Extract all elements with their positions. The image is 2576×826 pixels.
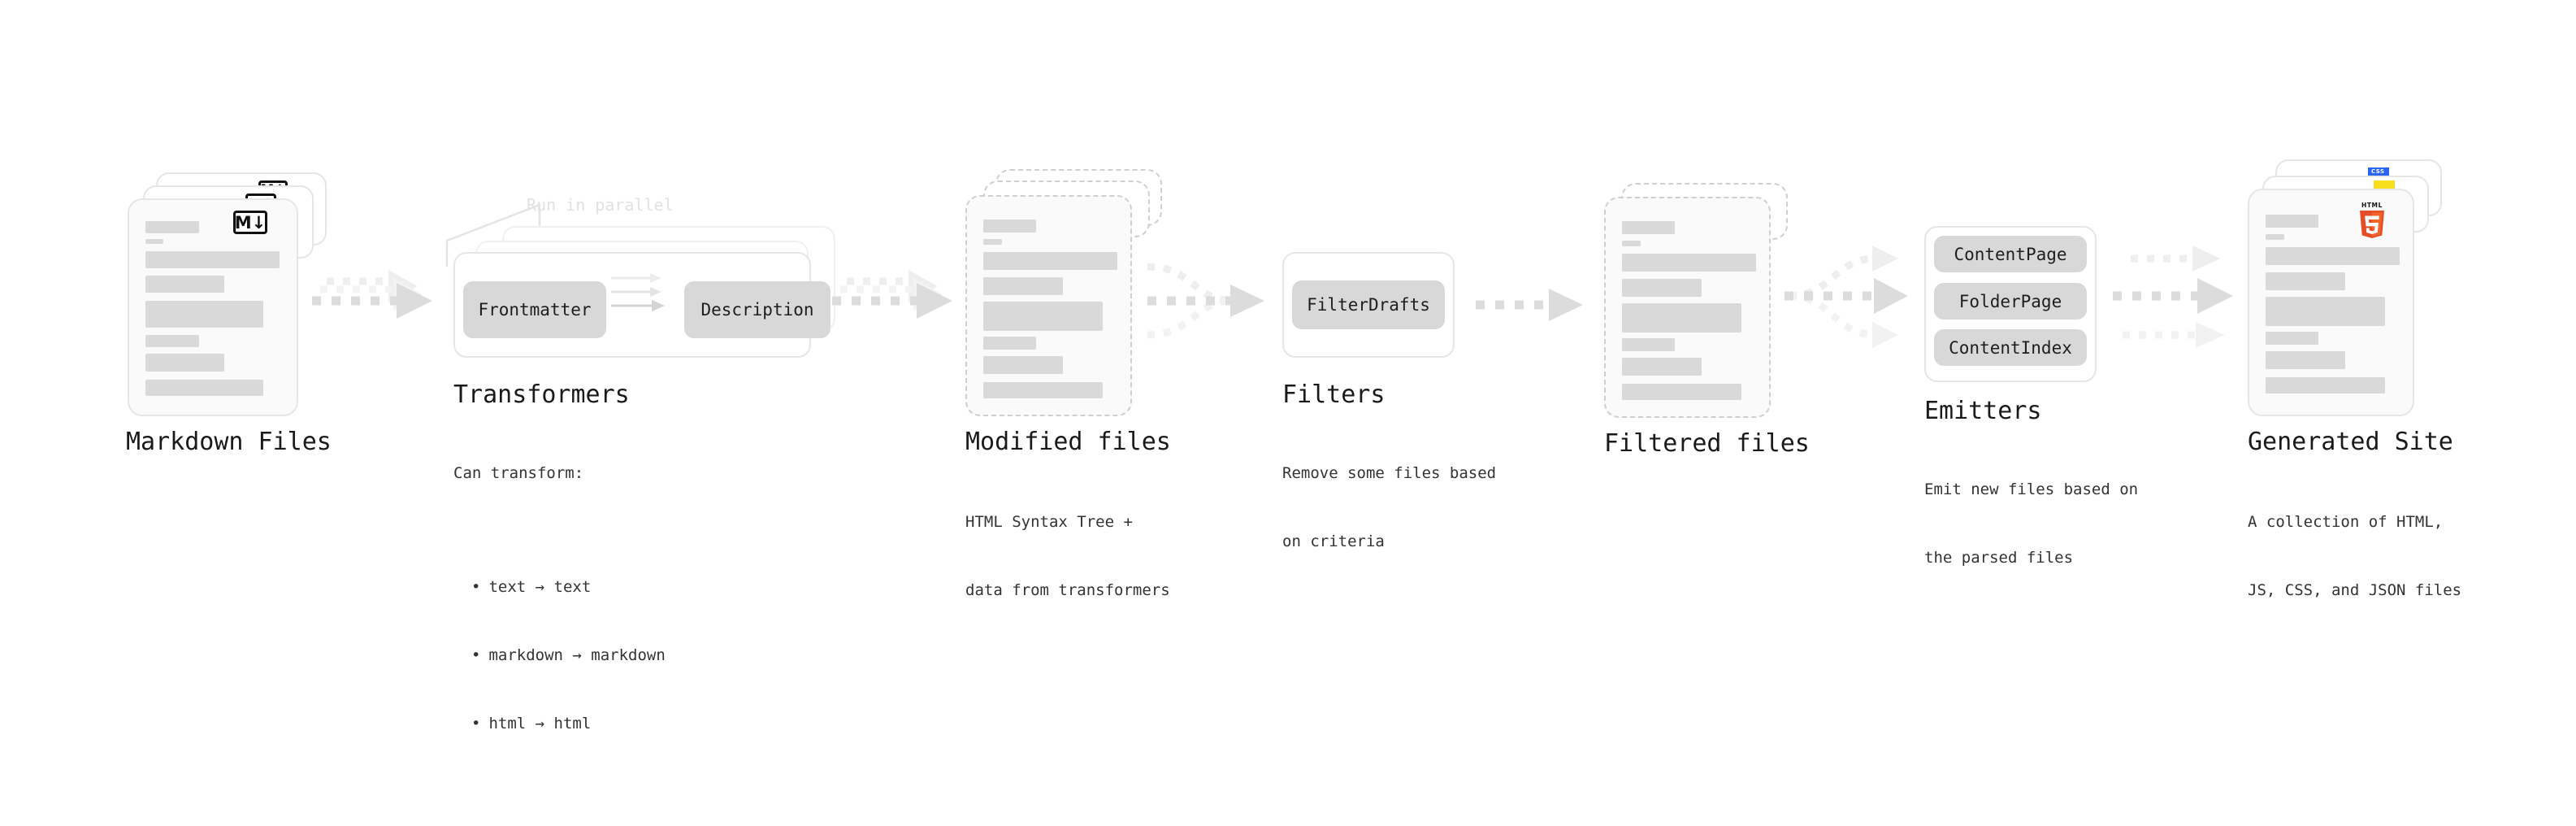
markdown-files-title: Markdown Files bbox=[126, 428, 332, 456]
skeleton-line bbox=[2266, 247, 2400, 265]
emitters-title: Emitters bbox=[1924, 397, 2042, 425]
transformer-pill-description[interactable]: Description bbox=[684, 281, 830, 338]
filters-subtitle: Remove some files based on criteria bbox=[1282, 416, 1496, 598]
filter-pill-filterdrafts[interactable]: FilterDrafts bbox=[1292, 280, 1445, 329]
list-item: markdown → markdown bbox=[471, 644, 665, 667]
css-badge: CSS bbox=[2368, 167, 2389, 178]
transformer-inner-arrows bbox=[611, 273, 665, 311]
transformers-subtitle-list: text → text markdown → markdown html → h… bbox=[453, 530, 666, 780]
transformer-pill-frontmatter[interactable]: Frontmatter bbox=[463, 281, 606, 338]
skeleton-line bbox=[145, 354, 224, 372]
emitter-pill-contentpage[interactable]: ContentPage bbox=[1934, 236, 2087, 272]
skeleton-line bbox=[2266, 215, 2318, 228]
run-in-parallel-bracket bbox=[445, 203, 541, 267]
modified-card-front bbox=[965, 195, 1132, 416]
list-item: text → text bbox=[471, 576, 666, 598]
skeleton-line bbox=[1622, 254, 1756, 272]
emitter-pill-folderpage[interactable]: FolderPage bbox=[1934, 283, 2087, 320]
modified-files-title: Modified files bbox=[965, 428, 1171, 456]
arrow-emitters-to-site bbox=[2113, 246, 2233, 348]
filtered-card-front bbox=[1604, 197, 1771, 418]
html5-icon: HTML bbox=[2360, 202, 2384, 238]
skeleton-line bbox=[145, 239, 163, 244]
skeleton-line bbox=[145, 335, 199, 347]
subtitle-line: Emit new files based on bbox=[1924, 480, 2139, 498]
transformers-subtitle: Can transform: text → text markdown → ma… bbox=[453, 416, 666, 826]
subtitle-line: JS, CSS, and JSON files bbox=[2248, 581, 2462, 599]
skeleton-line bbox=[2266, 234, 2284, 240]
subtitle-line: on criteria bbox=[1282, 533, 1385, 550]
subtitle-line: Remove some files based bbox=[1282, 464, 1497, 482]
skeleton-line bbox=[2266, 351, 2345, 369]
arrow-transformers-to-modified bbox=[832, 270, 952, 319]
skeleton-line bbox=[983, 239, 1002, 245]
subtitle-line: A collection of HTML, bbox=[2248, 513, 2444, 531]
markdown-badge: M↓ bbox=[233, 211, 267, 234]
list-item: html → html bbox=[471, 712, 666, 735]
arrow-filtered-to-emitters bbox=[1785, 246, 1908, 348]
skeleton-line bbox=[1622, 279, 1702, 297]
skeleton-line bbox=[983, 220, 1036, 233]
filters-title: Filters bbox=[1282, 380, 1386, 409]
skeleton-line bbox=[145, 251, 280, 268]
pipeline-diagram: M↓ M↓ M↓ Markdown Files bbox=[0, 0, 2576, 681]
skeleton-line bbox=[145, 380, 263, 396]
skeleton-line bbox=[983, 337, 1036, 350]
arrow-markdown-to-transformers bbox=[312, 270, 432, 319]
skeleton-line bbox=[983, 356, 1063, 374]
subtitle-line: HTML Syntax Tree + bbox=[965, 513, 1133, 531]
generated-site-subtitle: A collection of HTML, JS, CSS, and JSON … bbox=[2248, 465, 2461, 647]
skeleton-line bbox=[1622, 303, 1741, 333]
skeleton-line bbox=[1622, 384, 1741, 400]
skeleton-line bbox=[145, 221, 199, 233]
subtitle-line: data from transformers bbox=[965, 581, 1170, 599]
run-in-parallel-label: Run in parallel bbox=[527, 195, 674, 215]
skeleton-line bbox=[983, 382, 1103, 398]
skeleton-line bbox=[145, 276, 224, 293]
skeleton-line bbox=[2266, 332, 2318, 345]
css-badge-text: CSS bbox=[2371, 168, 2385, 175]
skeleton-line bbox=[983, 277, 1063, 295]
skeleton-line bbox=[983, 252, 1117, 270]
skeleton-line bbox=[1622, 221, 1675, 234]
modified-files-subtitle: HTML Syntax Tree + data from transformer… bbox=[965, 465, 1170, 647]
skeleton-line bbox=[983, 302, 1103, 331]
skeleton-line bbox=[145, 301, 263, 328]
filtered-files-title: Filtered files bbox=[1604, 429, 1810, 458]
emitter-pill-contentindex[interactable]: ContentIndex bbox=[1934, 329, 2087, 366]
markdown-card-front: M↓ bbox=[128, 198, 298, 416]
skeleton-line bbox=[2266, 272, 2345, 290]
skeleton-line bbox=[2266, 297, 2385, 326]
emitters-subtitle: Emit new files based on the parsed files bbox=[1924, 433, 2138, 615]
skeleton-line bbox=[1622, 241, 1641, 246]
markdown-badge-text: M↓ bbox=[234, 212, 267, 233]
skeleton-line bbox=[2266, 377, 2385, 393]
subtitle-line: the parsed files bbox=[1924, 549, 2074, 567]
arrow-filters-to-filtered bbox=[1476, 289, 1583, 321]
transformers-title: Transformers bbox=[453, 380, 630, 409]
transformers-subtitle-lead: Can transform: bbox=[453, 464, 584, 482]
generated-card-front: HTML bbox=[2248, 189, 2414, 416]
skeleton-line bbox=[1622, 358, 1702, 376]
svg-text:HTML: HTML bbox=[2361, 202, 2383, 209]
skeleton-line bbox=[1622, 338, 1675, 351]
arrow-modified-to-filters bbox=[1147, 263, 1264, 339]
generated-site-title: Generated Site bbox=[2248, 428, 2453, 456]
